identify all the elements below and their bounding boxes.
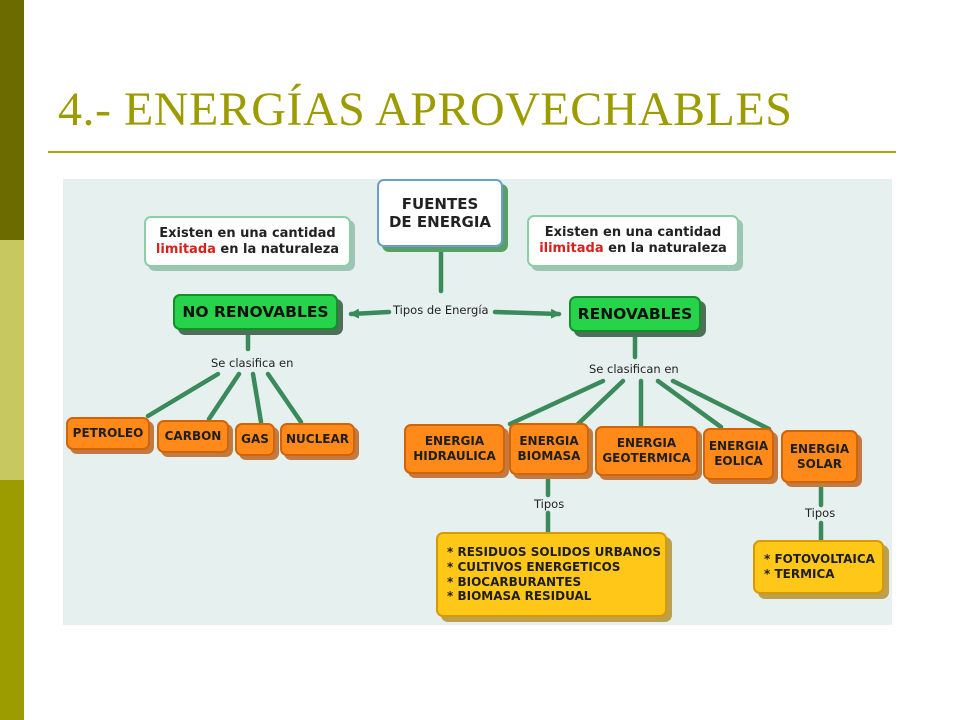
solar-line-1: ENERGIA [789, 441, 850, 456]
note-right-rest: en la naturaleza [603, 241, 727, 256]
carbon-label: CARBON [164, 429, 222, 444]
side-bar-top [0, 0, 24, 240]
source-energia-eolica: ENERGIA EOLICA [703, 428, 774, 480]
biomasa-tipo-item: * RESIDUOS SOLIDOS URBANOS [447, 545, 661, 560]
link-petroleo [145, 371, 221, 419]
link-gas [250, 371, 264, 425]
label-tipos-solar: Tipos [805, 506, 836, 520]
title-divider [48, 151, 896, 153]
link-arrow-right [492, 308, 562, 319]
side-bar-middle [0, 240, 24, 480]
biomasa-tipo-item: * BIOCARBURANTES [447, 574, 582, 589]
slide-title: 4.- ENERGÍAS APROVECHABLES [58, 83, 793, 136]
side-bar-bottom [0, 480, 24, 720]
source-carbon: CARBON [157, 420, 229, 453]
note-left-line-1: Existen en una cantidad [159, 225, 336, 241]
list-solar-tipos: * FOTOVOLTAICA * TERMICA [753, 540, 884, 594]
note-limited: Existen en una cantidad limitada en la n… [144, 216, 351, 267]
label-tipos-energia: Tipos de Energía [393, 303, 489, 317]
note-right-line-1: Existen en una cantidad [544, 225, 722, 241]
link-hidraulica [507, 378, 606, 427]
renovables-label: RENOVABLES [577, 304, 693, 323]
note-unlimited: Existen en una cantidad ilimitada en la … [527, 215, 739, 267]
nuclear-label: NUCLEAR [286, 432, 349, 447]
source-energia-biomasa: ENERGIA BIOMASA [509, 423, 589, 475]
category-renovables: RENOVABLES [569, 296, 701, 332]
no-renovables-label: NO RENOVABLES [182, 302, 329, 321]
solar-tipo-item: * FOTOVOLTAICA [764, 552, 875, 567]
root-line-1: FUENTES [401, 194, 479, 213]
gas-label: GAS [241, 432, 269, 447]
label-se-clasifican: Se clasifican en [589, 362, 679, 376]
petroleo-label: PETROLEO [72, 426, 144, 441]
link-arrow-left [348, 308, 392, 319]
note-left-line-2: limitada en la naturaleza [156, 242, 339, 258]
hidraulica-line-1: ENERGIA [424, 434, 485, 449]
note-right-highlight: ilimitada [539, 241, 604, 256]
list-biomasa-tipos: * RESIDUOS SOLIDOS URBANOS * CULTIVOS EN… [436, 532, 667, 617]
hidraulica-line-2: HIDRAULICA [413, 449, 496, 463]
biomasa-tipo-item: * CULTIVOS ENERGETICOS [447, 559, 621, 574]
source-energia-geotermica: ENERGIA GEOTERMICA [595, 426, 698, 476]
solar-line-2: SOLAR [796, 456, 843, 471]
link-solar [670, 378, 772, 432]
source-petroleo: PETROLEO [66, 417, 150, 450]
solar-tipo-item: * TERMICA [764, 567, 835, 581]
biomasa-line-2: BIOMASA [517, 449, 581, 463]
source-energia-solar: ENERGIA SOLAR [781, 430, 858, 483]
label-se-clasifica: Se clasifica en [211, 356, 294, 370]
link-carbon [206, 371, 242, 422]
category-no-renovables: NO RENOVABLES [173, 294, 338, 330]
root-line-2: DE ENERGIA [388, 213, 492, 231]
biomasa-line-1: ENERGIA [519, 434, 579, 449]
root-node: FUENTES DE ENERGIA [377, 179, 503, 247]
geotermica-line-1: ENERGIA [616, 436, 677, 451]
source-nuclear: NUCLEAR [280, 423, 355, 456]
eolica-line-1: ENERGIA [708, 439, 769, 454]
note-left-rest: en la naturaleza [215, 241, 340, 257]
concept-map: FUENTES DE ENERGIA Existen en una cantid… [63, 179, 892, 625]
source-gas: GAS [235, 423, 275, 456]
note-left-highlight: limitada [155, 241, 216, 257]
label-tipos-biomasa: Tipos [534, 497, 565, 511]
source-energia-hidraulica: ENERGIA HIDRAULICA [404, 424, 505, 474]
eolica-line-2: EOLICA [714, 454, 763, 468]
connector-lines [145, 250, 824, 544]
link-nuclear [265, 371, 304, 425]
link-biomasa [575, 378, 626, 427]
note-right-line-2: ilimitada en la naturaleza [539, 241, 727, 257]
link-eolica [655, 378, 724, 430]
geotermica-line-2: GEOTERMICA [602, 451, 691, 465]
biomasa-tipo-item: * BIOMASA RESIDUAL [447, 589, 592, 604]
